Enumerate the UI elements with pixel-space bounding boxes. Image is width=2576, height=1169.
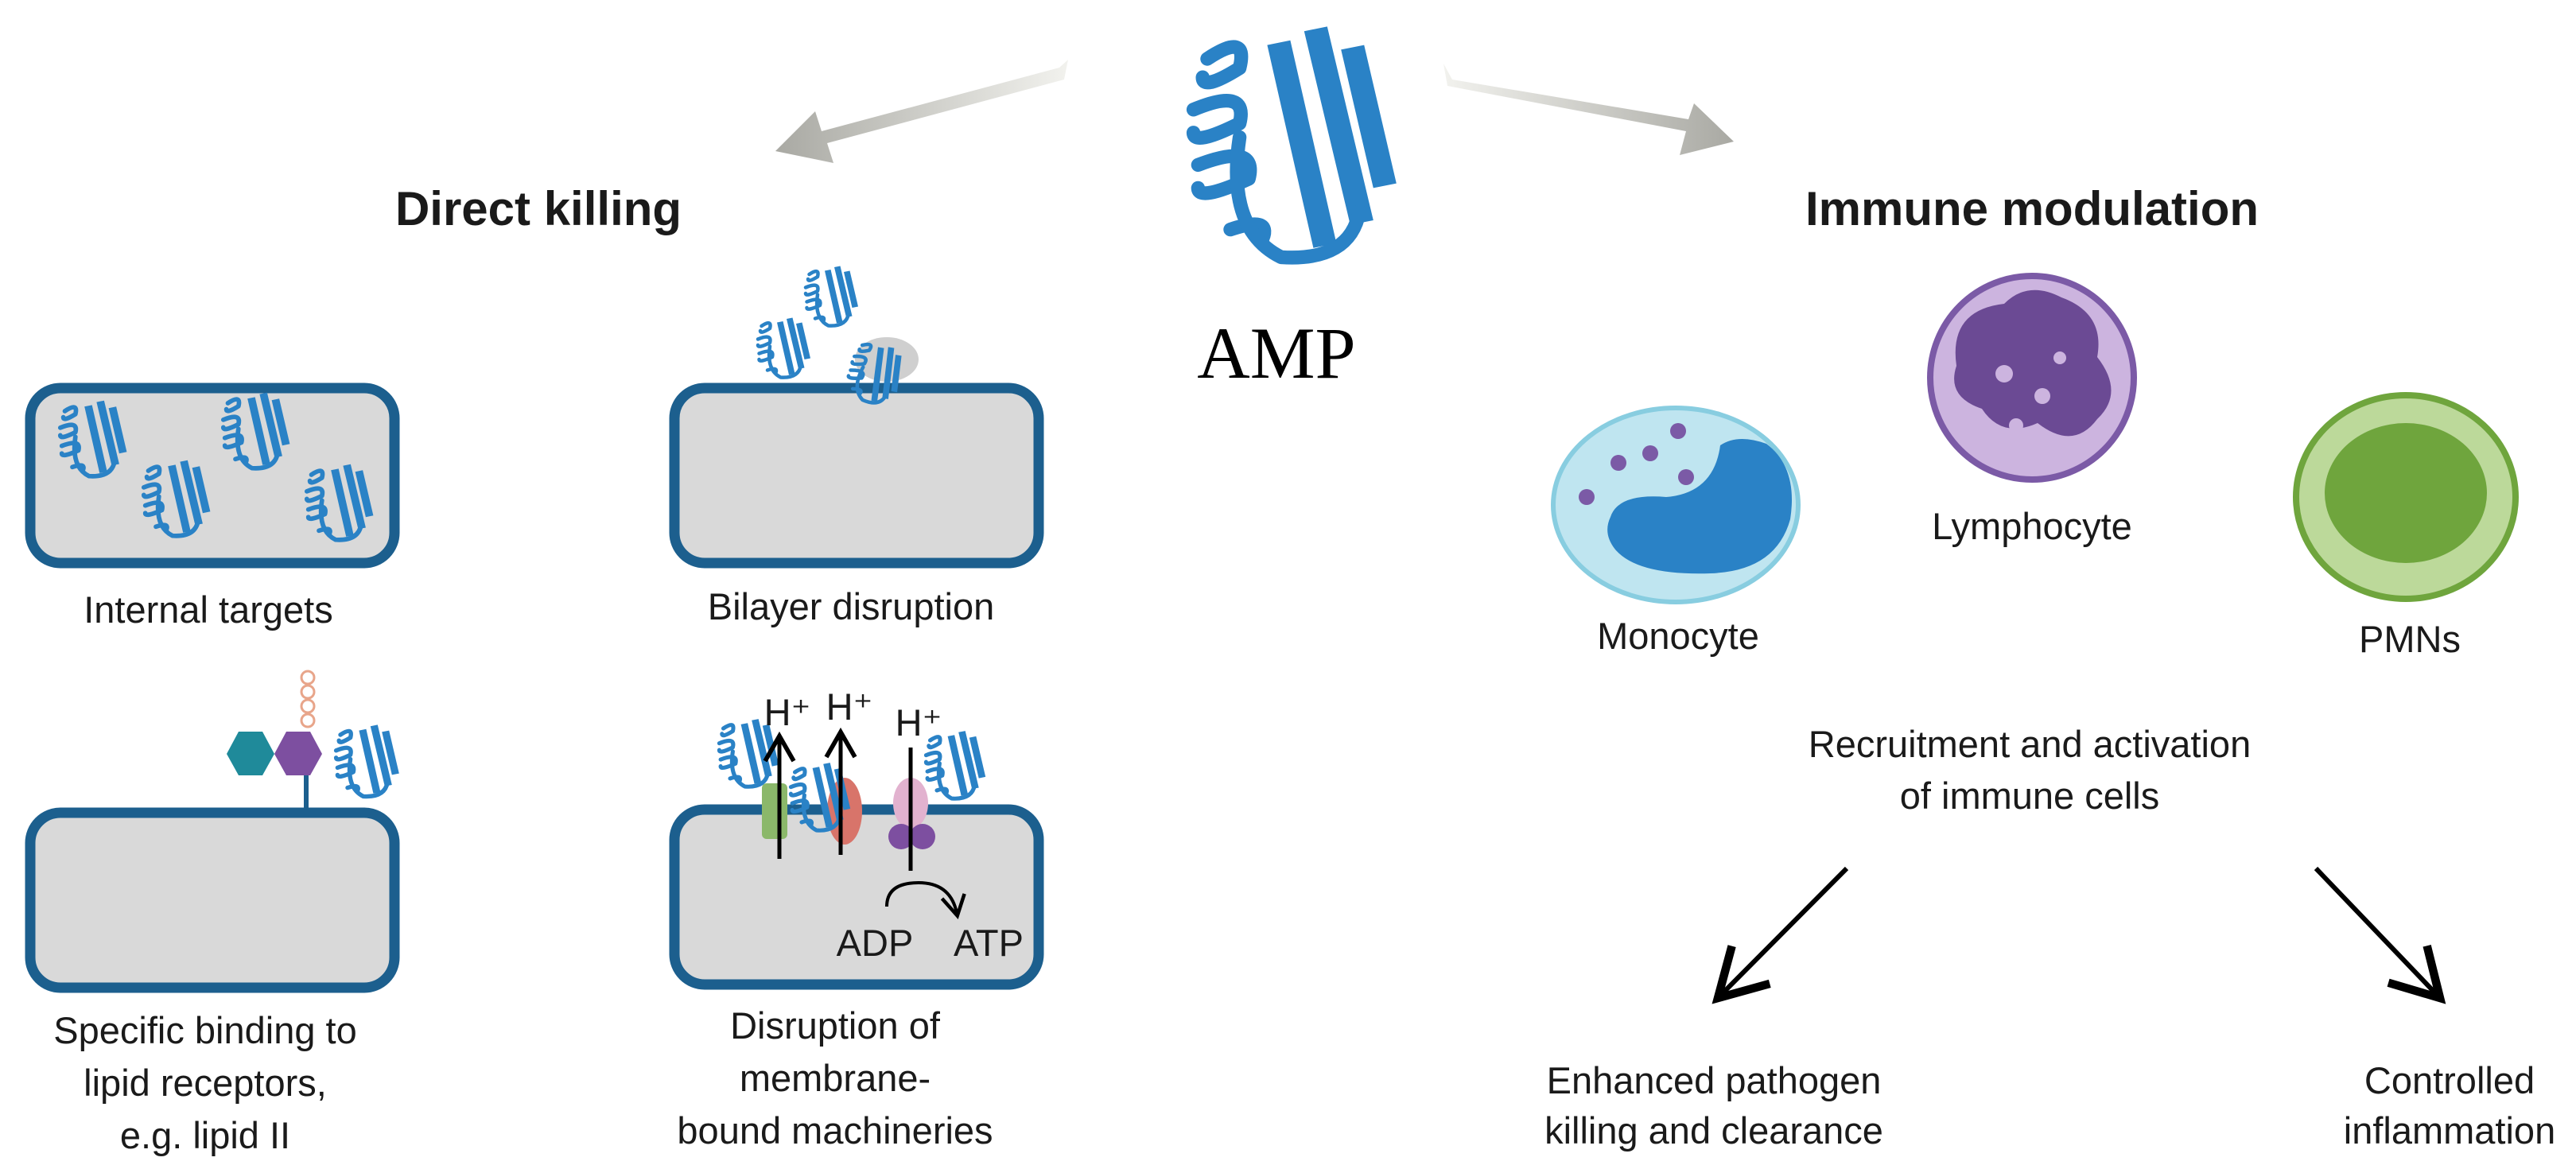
monocyte-granule	[1670, 423, 1686, 439]
lipid-ii-chain	[300, 670, 316, 728]
membrane-protein-green	[762, 783, 787, 839]
internal-targets-panel: Internal targets	[25, 383, 400, 631]
peptide-icon	[336, 724, 399, 796]
arrow-to-direct-killing	[775, 60, 1068, 163]
monocyte-granule	[1579, 489, 1595, 505]
lipid-ii-sugar-teal	[227, 732, 274, 775]
arrow-to-immune-modulation	[1443, 64, 1734, 155]
bilayer-disruption-label: Bilayer disruption	[708, 585, 995, 627]
machinery-label: Disruption of	[730, 1004, 941, 1047]
lipid-binding-label: e.g. lipid II	[120, 1114, 290, 1156]
lymphocyte: Lymphocyte	[1927, 273, 2137, 547]
bacterial-cell	[25, 807, 400, 993]
inflammation-label: inflammation	[2344, 1109, 2555, 1152]
lipid-ii-sugar-purple	[274, 732, 322, 775]
monocyte-granule	[1678, 469, 1694, 485]
pmns-label: PMNs	[2359, 618, 2461, 660]
monocyte-label: Monocyte	[1597, 615, 1759, 657]
lipid-binding-panel: Specific binding to lipid receptors, e.g…	[25, 670, 400, 1156]
pmn: PMNs	[2293, 392, 2519, 660]
pathogen-killing-label: killing and clearance	[1544, 1109, 1883, 1152]
lymphocyte-label: Lymphocyte	[1932, 505, 2132, 547]
atp-label: ATP	[954, 922, 1024, 964]
internal-targets-label: Internal targets	[84, 588, 333, 631]
lymphocyte-granule	[2034, 388, 2050, 404]
immune-modulation-heading: Immune modulation	[1805, 182, 2259, 235]
peptide-icon	[806, 266, 858, 326]
amp-label: AMP	[1197, 313, 1355, 394]
membrane-machinery-panel: H⁺ H⁺ H⁺ ADP ATP Disruption of membrane-…	[669, 685, 1044, 1152]
arrow-to-controlled-inflammation	[2314, 866, 2446, 1004]
proton-label: H⁺	[826, 685, 873, 728]
peptide-icon	[758, 318, 810, 378]
inflammation-label: Controlled	[2364, 1059, 2535, 1101]
lymphocyte-nucleus	[1954, 289, 2112, 437]
bacterial-cell	[669, 383, 1044, 569]
monocyte: Monocyte	[1551, 406, 1801, 657]
direct-killing-heading: Direct killing	[395, 182, 682, 235]
lipid-binding-label: Specific binding to	[53, 1009, 356, 1051]
atp-synthase-head	[888, 824, 914, 849]
pmn-nucleus	[2325, 423, 2487, 563]
proton-label: H⁺	[764, 691, 811, 733]
arrow-to-pathogen-killing	[1712, 866, 1849, 1004]
atp-synthase-head	[910, 824, 935, 849]
adp-label: ADP	[837, 922, 914, 964]
recruitment-label: of immune cells	[1900, 775, 2160, 817]
monocyte-nucleus	[1607, 438, 1792, 574]
recruitment-label: Recruitment and activation	[1809, 723, 2251, 765]
atp-synthesis-arrow	[885, 880, 966, 919]
pathogen-killing-label: Enhanced pathogen	[1547, 1059, 1882, 1101]
amp-structure-icon	[1194, 26, 1397, 257]
machinery-label: membrane-	[740, 1057, 931, 1099]
machinery-label: bound machineries	[677, 1109, 993, 1152]
proton-label: H⁺	[896, 701, 942, 744]
lymphocyte-granule	[2053, 351, 2066, 364]
monocyte-granule	[1610, 455, 1626, 471]
lymphocyte-granule	[2009, 418, 2023, 433]
monocyte-granule	[1642, 445, 1658, 461]
lymphocyte-granule	[1995, 365, 2013, 383]
lipid-binding-label: lipid receptors,	[84, 1062, 327, 1104]
bilayer-disruption-panel: Bilayer disruption	[669, 266, 1044, 627]
